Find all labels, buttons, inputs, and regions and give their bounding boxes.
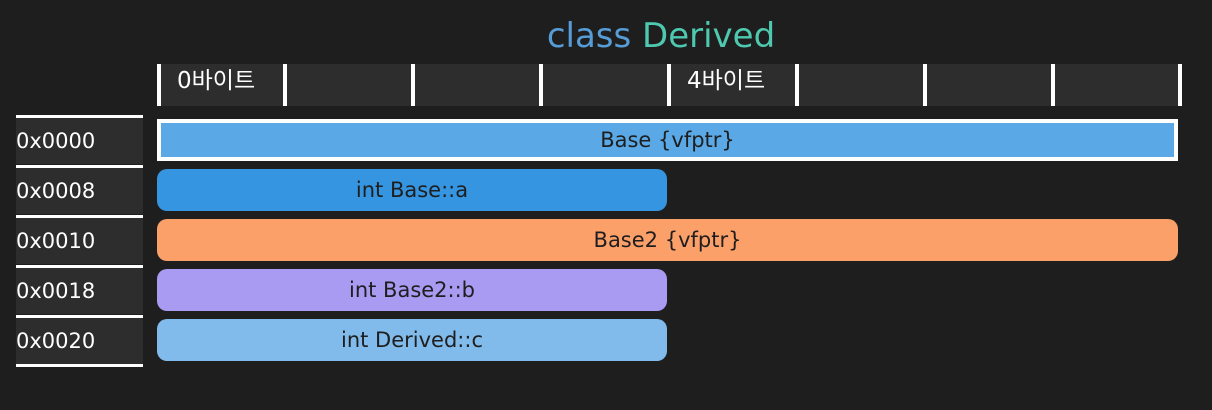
- ruler-tick: [795, 64, 799, 106]
- ruler-label-4: 4바이트: [687, 68, 766, 94]
- field-base-a: int Base::a: [157, 169, 667, 211]
- ruler-tick: [1051, 64, 1055, 106]
- ruler-tick: [411, 64, 415, 106]
- address-label: 0x0000: [16, 129, 96, 153]
- ruler-tick: [667, 64, 671, 106]
- field-derived-c: int Derived::c: [157, 319, 667, 361]
- diagram-title: class Derived: [0, 14, 1212, 58]
- address-divider: [16, 215, 143, 218]
- field-base2-vfptr: Base2 {vfptr}: [157, 219, 1178, 261]
- address-label: 0x0010: [16, 229, 96, 253]
- address-label: 0x0008: [16, 179, 96, 203]
- address-label: 0x0018: [16, 279, 96, 303]
- address-divider: [16, 115, 143, 118]
- ruler-tick: [923, 64, 927, 106]
- ruler-tick: [1178, 64, 1182, 106]
- title-class-name: Derived: [642, 16, 776, 56]
- field-base2-b: int Base2::b: [157, 269, 667, 311]
- ruler-label-0: 0바이트: [177, 68, 256, 94]
- address-divider: [16, 165, 143, 168]
- address-divider: [16, 315, 143, 318]
- ruler-tick: [283, 64, 287, 106]
- address-divider: [16, 265, 143, 268]
- address-label: 0x0020: [16, 329, 96, 353]
- byte-ruler: 0바이트 4바이트: [157, 64, 1182, 106]
- address-cell: [16, 268, 143, 314]
- ruler-tick: [539, 64, 543, 106]
- address-cell: [16, 118, 143, 164]
- field-base-vfptr: Base {vfptr}: [157, 119, 1178, 161]
- ruler-tick: [157, 64, 161, 106]
- title-keyword: class: [546, 16, 632, 56]
- address-divider: [16, 364, 143, 367]
- address-cell: [16, 218, 143, 264]
- address-cell: [16, 318, 143, 364]
- address-cell: [16, 168, 143, 214]
